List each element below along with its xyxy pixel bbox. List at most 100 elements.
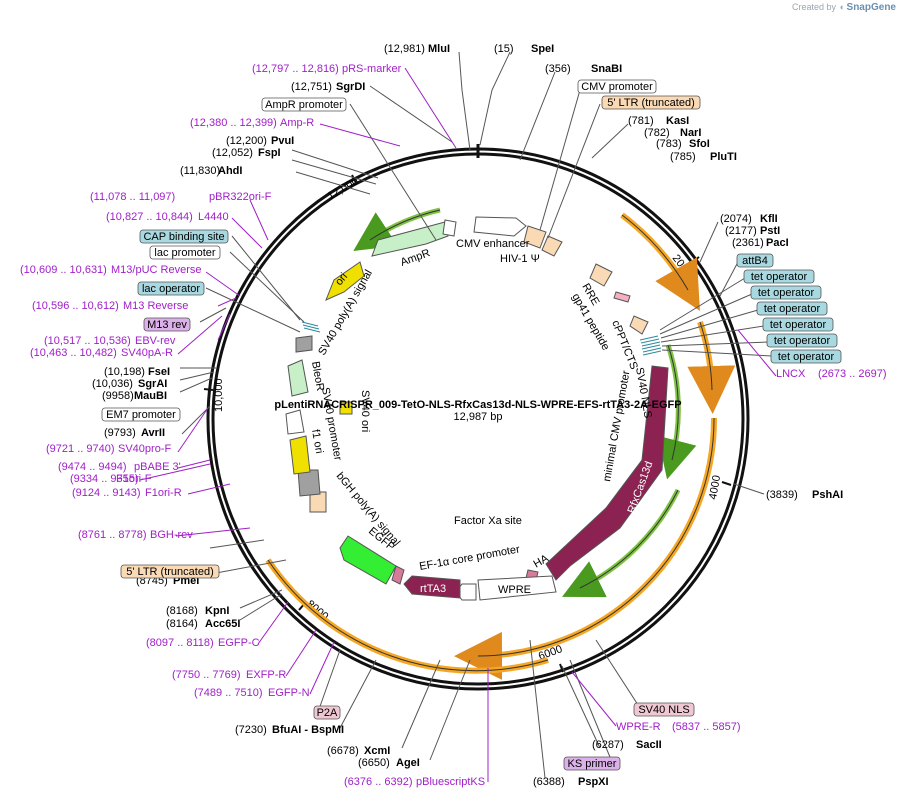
primer-range: (12,380 .. 12,399) <box>190 117 277 129</box>
leader-lines <box>179 51 773 779</box>
enzyme-name[interactable]: AvrII <box>141 427 165 439</box>
enzyme-name[interactable]: BfuAI - BspMI <box>272 724 344 736</box>
feature-box-tet-operator[interactable]: tet operator <box>756 301 828 316</box>
feature-box-p2a[interactable]: P2A <box>313 705 341 720</box>
bgh-shape <box>309 491 327 513</box>
primer-name[interactable]: EBV-rev <box>135 335 176 347</box>
enzyme-pos: (6678) <box>327 745 359 757</box>
feature-box-label: CMV promoter <box>581 81 653 93</box>
enzyme-name[interactable]: PshAI <box>812 489 843 501</box>
feature-box-ampr-promoter[interactable]: AmpR promoter <box>261 97 347 112</box>
enzyme-name[interactable]: PacI <box>766 237 789 249</box>
enzyme-name[interactable]: Acc65I <box>205 618 240 630</box>
enzyme-name[interactable]: NarI <box>680 127 701 139</box>
enzyme-name[interactable]: SgrDI <box>336 81 365 93</box>
enzyme-name[interactable]: PspXI <box>578 776 609 788</box>
primer-name[interactable]: pBluescriptKS <box>416 776 485 788</box>
feature-box-ltr-bottom[interactable]: 5' LTR (truncated) <box>120 564 220 579</box>
primer-name[interactable]: M13/pUC Reverse <box>111 264 201 276</box>
primer-name[interactable]: WPRE-R <box>616 721 661 733</box>
primer-range: (9474 .. 9494) <box>58 461 127 473</box>
enzyme-name[interactable]: XcmI <box>364 745 390 757</box>
feature-box-ks-primer[interactable]: KS primer <box>563 756 621 771</box>
tet-operator-marks <box>639 335 662 356</box>
boxed-feature-labels: CMV promoter 5' LTR (truncated) attB4 tet o… <box>101 79 842 771</box>
primer-name[interactable]: BGH-rev <box>150 529 193 541</box>
primer-name[interactable]: M13 Reverse <box>123 300 188 312</box>
feature-box-lac-promoter[interactable]: lac promoter <box>149 245 221 260</box>
feature-box-cmv-promoter[interactable]: CMV promoter <box>577 79 657 94</box>
enzyme-pos: (2177) <box>725 225 757 237</box>
feature-box-tet-operator[interactable]: tet operator <box>762 317 834 332</box>
primer-name[interactable]: SV40pA-R <box>121 347 173 359</box>
feature-box-sv40-nls[interactable]: SV40 NLS <box>633 702 695 717</box>
primer-name[interactable]: F1ori-F <box>116 473 152 485</box>
primer-range: (5837 .. 5857) <box>672 721 741 733</box>
primer-name[interactable]: EGFP-C <box>218 637 260 649</box>
enzyme-pos: (782) <box>644 127 670 139</box>
primer-name[interactable]: EXFP-R <box>246 669 286 681</box>
feature-box-em7-promoter[interactable]: EM7 promoter <box>101 407 181 422</box>
primer-name[interactable]: SV40pro-F <box>118 443 171 455</box>
enzyme-name[interactable]: SgrAI <box>138 378 167 390</box>
primer-range: (12,797 .. 12,816) <box>252 63 339 75</box>
plasmid-size: 12,987 bp <box>454 411 503 423</box>
feature-box-label: attB4 <box>742 255 768 267</box>
enzyme-pos: (8164) <box>166 618 198 630</box>
enzyme-name[interactable]: KasI <box>666 115 689 127</box>
enzyme-name[interactable]: PvuI <box>271 135 294 147</box>
enzyme-name[interactable]: MluI <box>428 43 450 55</box>
enzyme-name[interactable]: AhdI <box>218 165 242 177</box>
label-sv40-ori: SV40 ori <box>359 390 371 432</box>
enzyme-name[interactable]: MauBI <box>134 390 167 402</box>
feature-box-tet-operator[interactable]: tet operator <box>766 333 838 348</box>
bleor-shape <box>287 359 309 397</box>
primer-name[interactable]: L4440 <box>198 211 229 223</box>
feature-box-tet-operator[interactable]: tet operator <box>750 285 822 300</box>
snapgene-logo-icon: ◖ <box>838 2 845 12</box>
feature-box-attb4[interactable]: attB4 <box>736 253 774 268</box>
feature-box-cap-site[interactable]: CAP binding site <box>139 229 229 244</box>
feature-box-lac-operator[interactable]: lac operator <box>137 281 205 296</box>
label-bgh-polya: bGH poly(A) signal <box>334 470 403 548</box>
primer-name[interactable]: LNCX <box>776 368 806 380</box>
enzyme-name[interactable]: SacII <box>636 739 662 751</box>
enzyme-name[interactable]: FseI <box>148 366 170 378</box>
label-f1-ori: f1 ori <box>309 428 325 454</box>
enzyme-name[interactable]: PstI <box>760 225 780 237</box>
feature-box-ltr-top[interactable]: 5' LTR (truncated) <box>601 95 701 110</box>
feature-box-tet-operator[interactable]: tet operator <box>743 269 815 284</box>
primer-name[interactable]: pBABE 3' <box>134 461 181 473</box>
credit-brand: SnapGene <box>846 2 896 13</box>
primer-name[interactable]: pBR322ori-F <box>209 191 272 203</box>
enzyme-name[interactable]: SpeI <box>531 43 554 55</box>
label-hiv-psi: HIV-1 Ψ <box>500 253 540 265</box>
enzyme-pos: (9793) <box>104 427 136 439</box>
snapgene-credit: Created by ◖ SnapGene <box>792 2 896 13</box>
enzyme-name[interactable]: KflI <box>760 213 778 225</box>
primer-range: (6376 .. 6392) <box>344 776 413 788</box>
enzyme-name[interactable]: SfoI <box>689 138 710 150</box>
primer-name[interactable]: Amp-R <box>280 117 314 129</box>
enzyme-pos: (6388) <box>533 776 565 788</box>
cppt-shape <box>629 315 649 335</box>
enzyme-name[interactable]: KpnI <box>205 605 229 617</box>
primer-name[interactable]: F1ori-R <box>145 487 182 499</box>
sv40-promoter-shape <box>285 409 305 435</box>
feature-box-tet-operator[interactable]: tet operator <box>770 349 842 364</box>
primer-name[interactable]: EGFP-N <box>268 687 310 699</box>
enzyme-name[interactable]: SnaBI <box>591 63 622 75</box>
enzyme-pos: (8168) <box>166 605 198 617</box>
primer-name[interactable]: pRS-marker <box>342 63 402 75</box>
enzyme-pos: (12,981) <box>384 43 425 55</box>
ampr-shape <box>371 221 449 257</box>
enzyme-pos: (11,830) <box>180 165 220 177</box>
enzyme-name[interactable]: FspI <box>258 147 281 159</box>
primer-range: (10,596 .. 10,612) <box>32 300 119 312</box>
label-ef1a: EF-1α core promoter <box>418 543 521 573</box>
primer-range: (7489 .. 7510) <box>194 687 263 699</box>
feature-box-m13-rev[interactable]: M13 rev <box>143 317 191 332</box>
enzyme-name[interactable]: PluTI <box>710 151 737 163</box>
enzyme-name[interactable]: AgeI <box>396 757 420 769</box>
